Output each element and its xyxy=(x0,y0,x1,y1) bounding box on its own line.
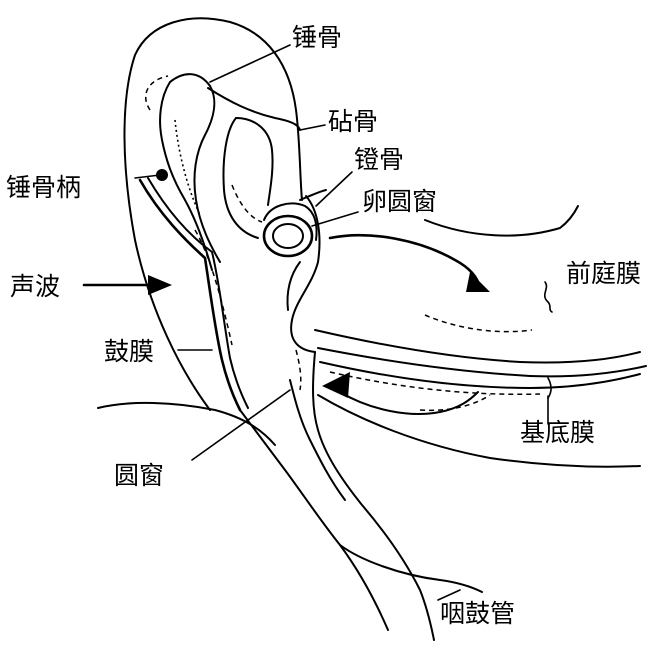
incus-dashed xyxy=(232,185,262,222)
incus-long-process xyxy=(236,118,273,205)
label-stapes: 镫骨 xyxy=(354,145,404,174)
vestibular-membrane-dash xyxy=(425,315,532,332)
sound-path-curve xyxy=(330,235,480,288)
round-window-wall xyxy=(290,380,345,500)
incus-body xyxy=(224,118,259,238)
eustachian-tube xyxy=(340,545,482,592)
label-oval-window: 卵圆窗 xyxy=(362,187,437,216)
return-arrowhead xyxy=(322,372,350,398)
label-basilar-membrane: 基底膜 xyxy=(520,418,595,447)
label-incus: 砧骨 xyxy=(328,107,378,136)
vestibule-wall xyxy=(425,206,578,236)
malleus-shape xyxy=(170,74,220,262)
stapes-ring xyxy=(264,216,312,256)
stapes-connect xyxy=(300,190,326,200)
stapes-inner-ring xyxy=(273,224,303,248)
return-wave-curve xyxy=(340,392,478,414)
tympanic-membrane xyxy=(140,180,240,410)
label-malleus: 锤骨 xyxy=(292,23,342,52)
label-eustachian-tube: 咽鼓管 xyxy=(440,599,515,628)
label-vestibular-membrane: 前庭膜 xyxy=(566,259,641,288)
label-sound-wave: 声波 xyxy=(10,272,60,301)
medial-wall xyxy=(291,262,318,352)
scala-upper xyxy=(315,330,640,363)
sound-path-arrowhead xyxy=(466,272,490,292)
lower-cavity-right xyxy=(313,352,434,640)
sound-wave-arrow xyxy=(84,275,172,295)
label-malleus-handle: 锤骨柄 xyxy=(6,173,81,202)
vestibular-membrane-wave xyxy=(545,282,552,312)
labels: 锤骨 砧骨 镫骨 卵圆窗 锤骨柄 声波 前庭膜 鼓膜 基底膜 圆窗 咽鼓管 xyxy=(6,23,641,628)
label-round-window: 圆窗 xyxy=(114,461,164,490)
lower-cavity xyxy=(240,410,388,630)
incus-shape xyxy=(208,88,300,130)
round-window-dash xyxy=(296,350,301,390)
label-tympanic-membrane: 鼓膜 xyxy=(104,337,154,366)
ear-canal-floor xyxy=(98,403,275,445)
tympanic-dashed xyxy=(195,230,232,345)
